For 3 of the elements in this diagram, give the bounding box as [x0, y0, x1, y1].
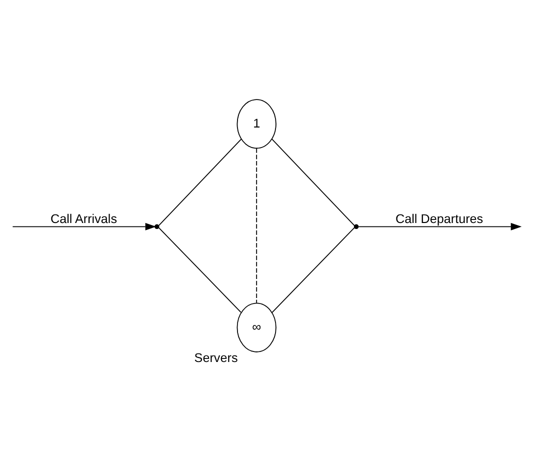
- node-label: Servers: [194, 350, 238, 364]
- edge-label: Call Arrivals: [50, 212, 118, 226]
- edge-label: Call Departures: [396, 212, 484, 226]
